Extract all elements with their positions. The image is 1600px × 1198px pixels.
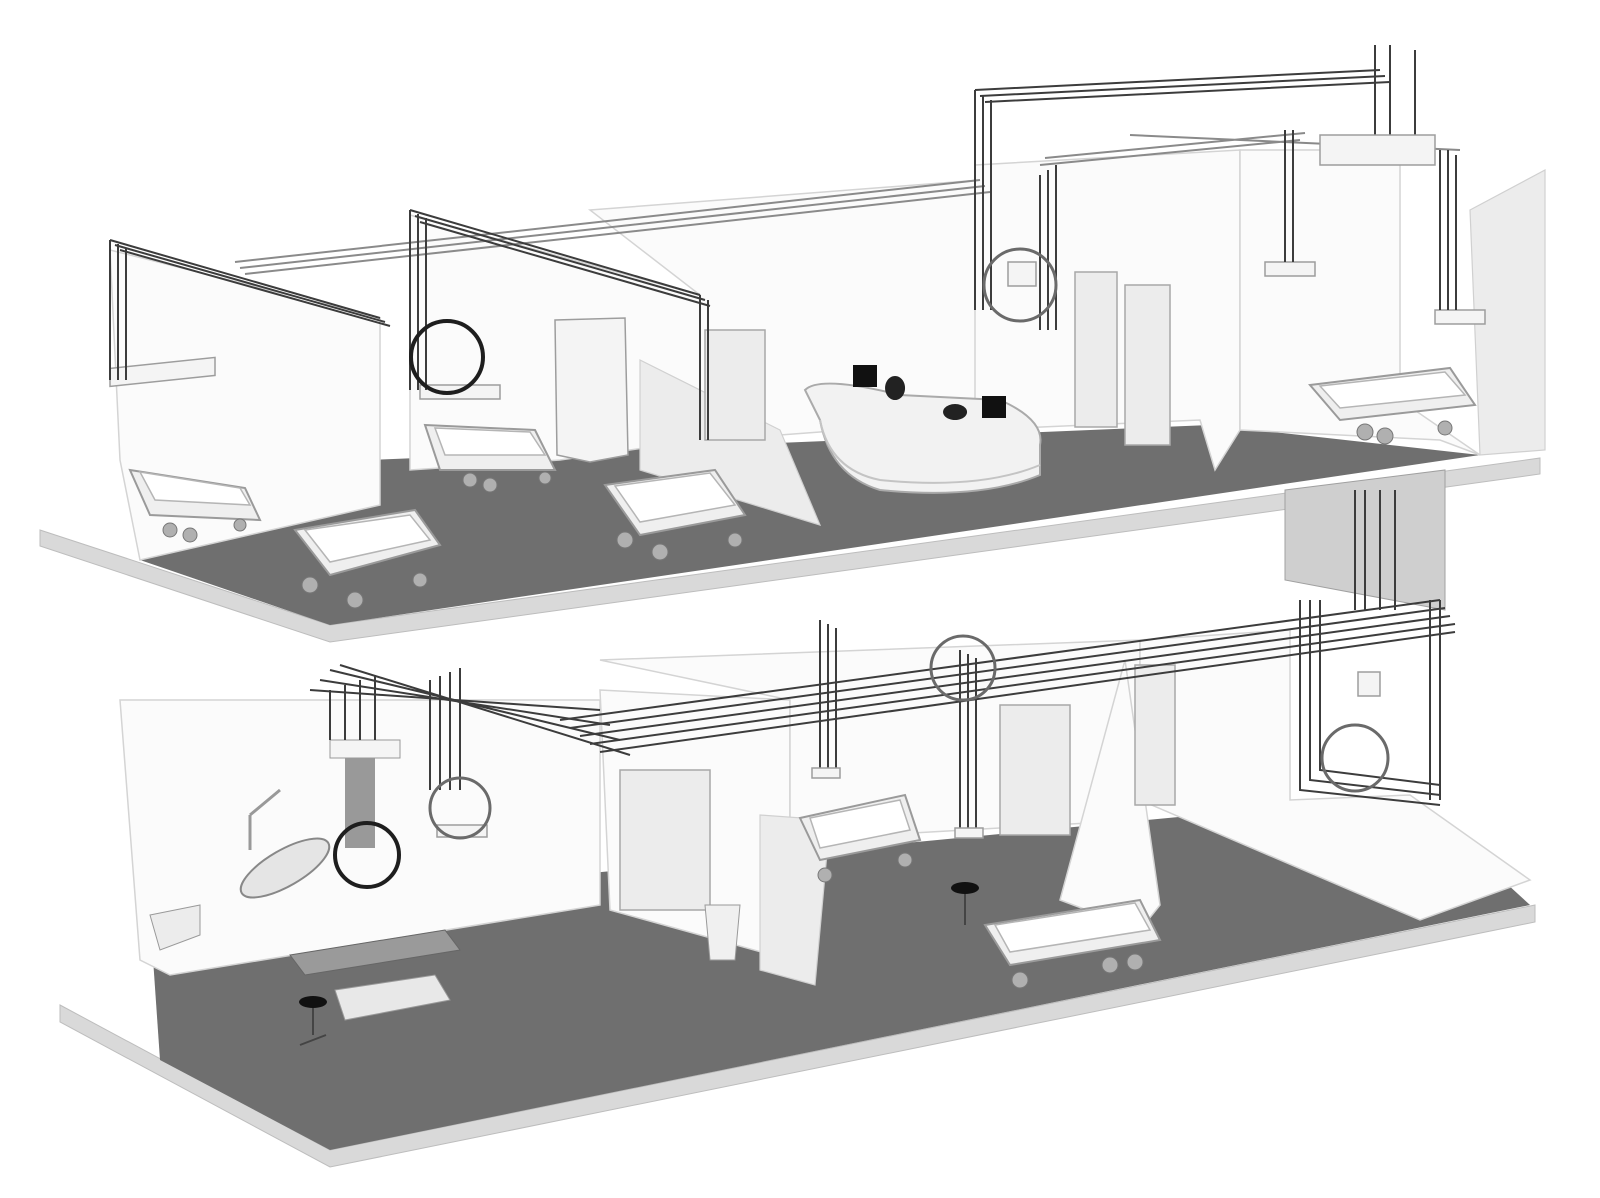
wall-outlet-panel [954,827,984,839]
operating-table [289,929,461,1021]
lower-right-wall [1139,629,1532,921]
bed [1308,366,1477,445]
lower-door-op [619,769,711,911]
wall-outlet-panel [1264,261,1316,277]
bed [128,468,262,543]
bed [293,508,442,609]
wall-outlet-panel [1007,261,1037,287]
highlight-ring-outlet [428,776,492,840]
waste-bin [704,904,741,961]
highlight-ring-pipe-junction [929,634,997,702]
monitor-icon [982,396,1006,418]
riser-shaft [1284,469,1446,611]
lower-door-corridor [1134,664,1176,806]
upper-door-ward [704,329,766,441]
lower-gas-pipelines [309,599,1456,830]
upper-floor [39,45,1546,643]
chair-icon [885,376,906,400]
highlight-ring-valve [982,247,1058,323]
bed [983,898,1162,989]
chair-icon [943,404,968,420]
highlight-ring-outlet [409,319,485,395]
wall-outlet-panel [811,767,841,779]
highlight-ring-ceiling-pendant [333,821,401,889]
manifold-box [1319,134,1436,166]
monitor-icon [853,365,877,387]
nurse-station [803,365,1042,494]
highlight-ring-alarm-panel [1320,723,1390,793]
sink [149,904,201,951]
upper-door-right [1124,284,1171,446]
upper-door-left [1074,271,1118,428]
valve-box [1357,671,1381,697]
lower-floor [59,599,1536,1168]
surgical-light [239,739,401,899]
bed [423,423,557,493]
upper-gas-pipelines [109,45,1461,440]
bed [798,793,922,883]
stool [951,882,979,925]
cabinet [554,317,629,463]
bed [603,468,747,561]
stool [299,996,327,1046]
lower-door-ward [999,704,1071,836]
wall-outlet-panel [1434,309,1486,325]
upper-end-wall [1469,169,1546,456]
